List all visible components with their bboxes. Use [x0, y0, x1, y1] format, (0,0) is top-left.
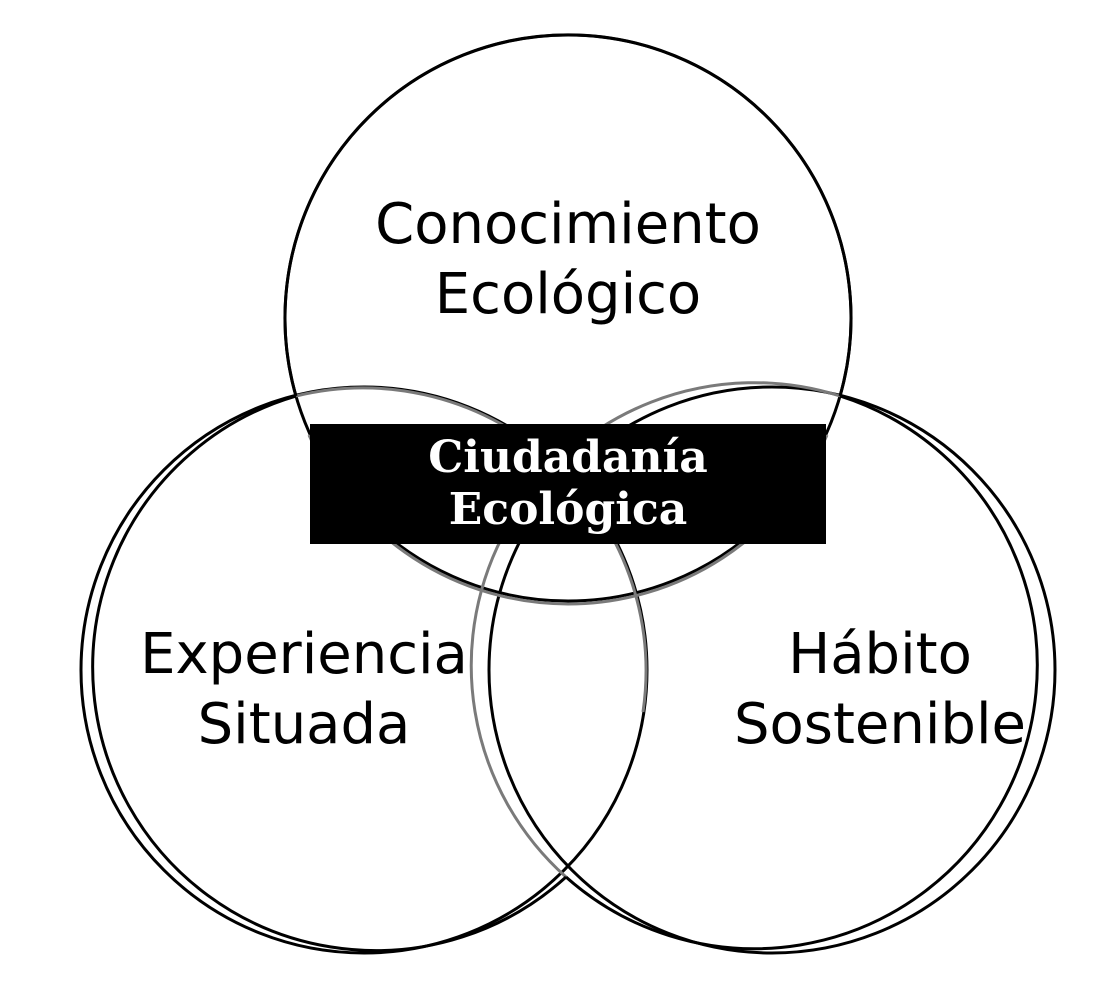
label-habito-sostenible: Hábito Sostenible — [660, 620, 1100, 760]
label-line: Experiencia — [140, 622, 468, 687]
label-line: Conocimiento — [375, 192, 761, 257]
label-conocimiento-ecologico: Conocimiento Ecológico — [318, 190, 818, 330]
label-line: Situada — [197, 692, 411, 757]
center-label-box: Ciudadanía Ecológica — [310, 424, 826, 544]
label-line: Hábito — [788, 622, 972, 687]
center-label-line: Ciudadanía — [428, 432, 708, 483]
label-line: Sostenible — [733, 692, 1026, 757]
outer-outline — [91, 33, 1039, 953]
label-line: Ecológico — [434, 262, 702, 327]
center-label-line: Ecológica — [448, 484, 688, 535]
label-experiencia-situada: Experiencia Situada — [104, 620, 504, 760]
circle-habito-sostenible — [487, 385, 1057, 955]
